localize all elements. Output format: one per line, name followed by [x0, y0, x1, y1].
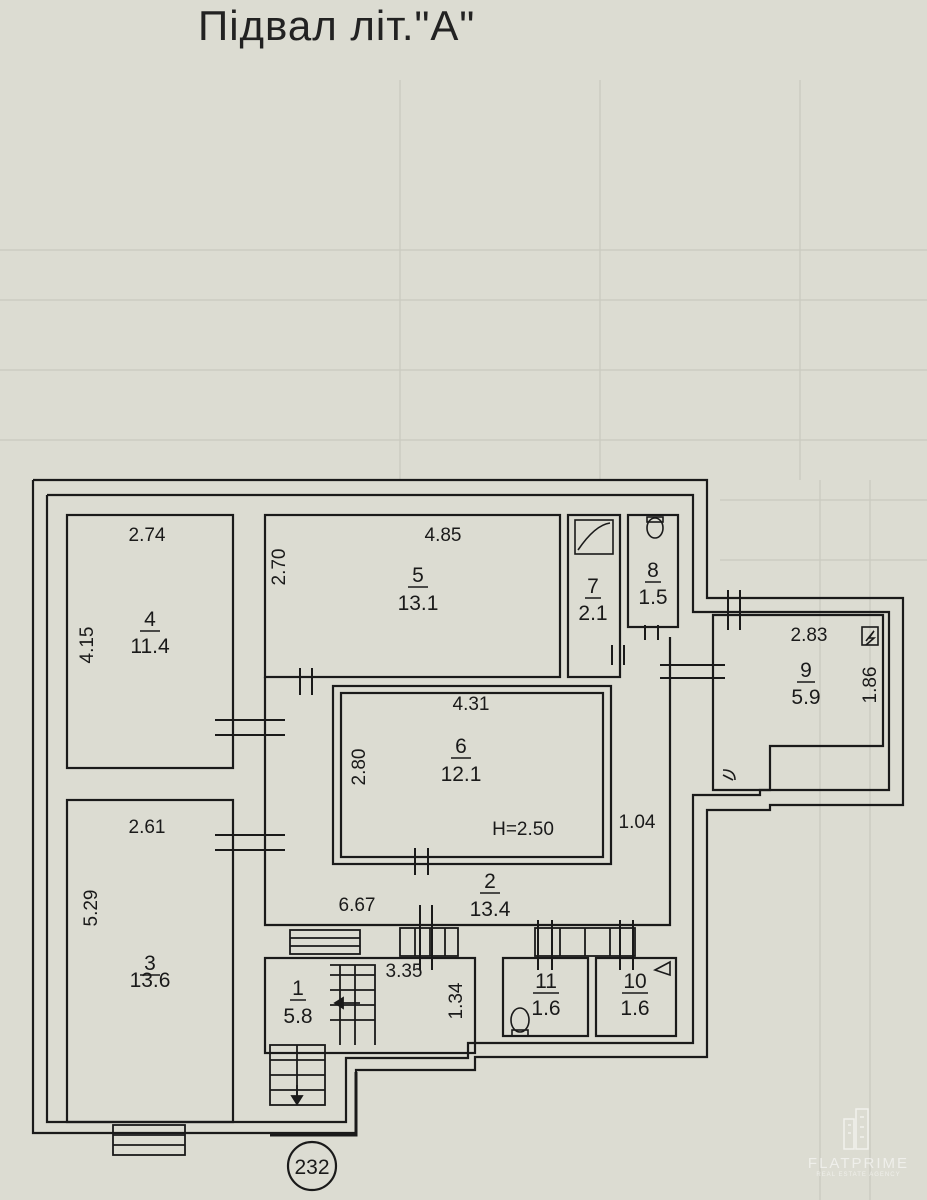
room-1-outline: [263, 956, 477, 1055]
room-3-width: 2.61: [129, 817, 166, 838]
room-11-area: 1.6: [531, 997, 560, 1020]
room-2-outline: [263, 637, 672, 927]
room-2-side: 1.04: [619, 812, 656, 833]
building-number-circle: [286, 1140, 338, 1192]
room-8-outline: [626, 513, 680, 629]
room-3-area: 13.6: [130, 969, 171, 992]
room-1-width: 3.35: [386, 961, 423, 982]
room-4-area: 11.4: [130, 635, 170, 658]
room-5-area: 13.1: [398, 592, 439, 615]
room-10-outline: [594, 956, 678, 1038]
room-8-area: 1.5: [638, 586, 667, 609]
room-6-length: 2.80: [349, 749, 370, 786]
room-9-outline: [711, 613, 885, 792]
room-4-length: 4.15: [77, 627, 98, 664]
room-2-area: 13.4: [470, 898, 511, 921]
room-8-number: 8: [647, 559, 659, 582]
room-4-outline: [65, 513, 235, 770]
building-logo-icon: [843, 1108, 870, 1150]
room-3-number: 3: [144, 952, 156, 975]
room-10-number: 10: [623, 970, 646, 993]
room-5-width: 4.85: [425, 525, 462, 546]
room-6-outline: [331, 684, 613, 866]
room-3-length: 5.29: [81, 890, 102, 927]
room-3-outline: [65, 798, 235, 1124]
floor-plan-title: Підвал літ."А": [198, 2, 476, 49]
room-5-outline: [263, 513, 562, 679]
room-2-width: 6.67: [339, 895, 376, 916]
room-7-outline: [566, 513, 622, 679]
room-6-inner: [339, 691, 605, 859]
room-7-area: 2.1: [578, 602, 607, 625]
height-label: H=2.50: [492, 819, 554, 840]
room-4-width: 2.74: [129, 525, 166, 546]
room-5-number: 5: [412, 564, 424, 587]
room-2-number: 2: [484, 870, 496, 893]
room-10-area: 1.6: [620, 997, 649, 1020]
room-9-area: 5.9: [791, 686, 820, 709]
watermark-brand: FLATPRIME: [807, 1155, 909, 1172]
watermark-tagline: REAL ESTATE AGENCY: [816, 1172, 901, 1178]
outer-wall: [31, 478, 905, 1135]
room-6-width: 4.31: [453, 694, 490, 715]
room-6-number: 6: [455, 735, 467, 758]
room-7-number: 7: [587, 575, 599, 598]
room-1-area: 5.8: [283, 1005, 312, 1028]
room-9-number: 9: [800, 659, 812, 682]
room-5-length: 2.70: [269, 549, 290, 586]
building-number: 232: [294, 1156, 329, 1179]
room-9-length: 1.86: [860, 667, 881, 704]
room-1-number: 1: [292, 977, 304, 1000]
outer-wall-inner: [45, 493, 891, 1124]
room-9-width: 2.83: [791, 625, 828, 646]
watermark: FLATPRIME REAL ESTATE AGENCY: [808, 1105, 909, 1178]
room-1-length: 1.34: [446, 982, 467, 1019]
room-11-number: 11: [535, 970, 557, 993]
room-6-area: 12.1: [441, 763, 482, 786]
room-4-number: 4: [144, 608, 156, 631]
room-11-outline: [501, 956, 590, 1038]
